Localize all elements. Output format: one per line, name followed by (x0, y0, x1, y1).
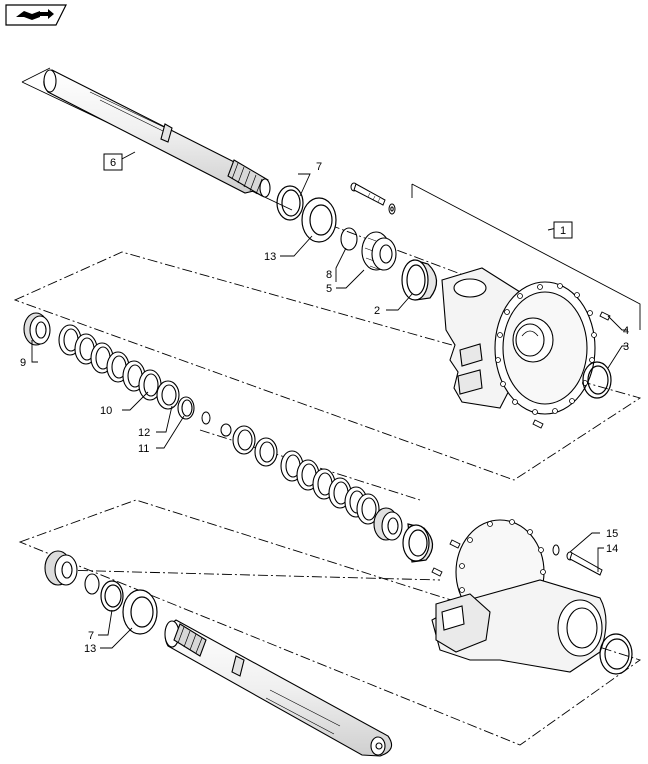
axle-housing-lower (431, 519, 607, 673)
callout-3: 3 (623, 341, 629, 353)
bolt-14 (566, 551, 603, 576)
friction-disc-stack-lower (232, 425, 380, 525)
callout-4: 4 (623, 325, 629, 337)
small-ring (201, 411, 232, 437)
o-ring-8 (340, 227, 358, 251)
snap-ring-7-lower (100, 580, 124, 612)
seal-ring-lower (599, 633, 633, 675)
thrust-washer-12 (156, 380, 180, 410)
bearing-cone-lower-left (44, 550, 78, 586)
bolt-upper (350, 182, 386, 206)
shim-13-upper (301, 197, 337, 243)
bearing-cone-lower (373, 507, 403, 541)
bearing-9 (23, 312, 51, 346)
axle-shaft-upper (43, 69, 271, 198)
shim-13-lower (122, 589, 158, 635)
svg-text:1: 1 (560, 225, 566, 237)
callout-9: 9 (20, 357, 26, 369)
axle-housing-upper (441, 267, 597, 415)
callouts: 7 13 8 5 2 4 3 9 10 12 11 15 14 7 13 (20, 161, 629, 655)
callout-10: 10 (100, 405, 112, 417)
callout-5: 5 (326, 283, 332, 295)
callout-7-lower: 7 (88, 630, 94, 642)
callout-13-lower: 13 (84, 643, 96, 655)
callout-13-upper: 13 (264, 251, 276, 263)
group-label-6: 6 (103, 153, 123, 171)
callout-12: 12 (138, 427, 150, 439)
callout-8: 8 (326, 269, 332, 281)
group-label-1: 1 (553, 221, 573, 239)
friction-disc-stack-10 (58, 324, 162, 401)
o-ring-lower-left (84, 573, 100, 595)
washer-bolt-upper (388, 203, 396, 215)
snap-ring-11 (177, 396, 195, 420)
group-outline-lower (18, 499, 641, 746)
svg-text:6: 6 (110, 157, 116, 169)
bearing-cup-2 (401, 259, 438, 301)
bearing-cup-lower (402, 523, 434, 563)
washer-15 (552, 544, 560, 556)
callout-2: 2 (374, 305, 380, 317)
dowel-pins-lower (431, 539, 461, 577)
dowel-pin-4 (532, 311, 611, 429)
seal-ring-3 (582, 361, 612, 399)
axle-shaft-lower (164, 619, 393, 757)
callout-11: 11 (138, 443, 149, 455)
bearing-cone-5 (361, 231, 397, 271)
callout-7-upper: 7 (316, 161, 322, 173)
callout-14: 14 (606, 543, 618, 555)
group-outline-upper (13, 251, 642, 481)
book-arrow-icon[interactable] (5, 4, 67, 26)
callout-15: 15 (606, 528, 618, 540)
snap-ring-7-upper (276, 185, 304, 221)
